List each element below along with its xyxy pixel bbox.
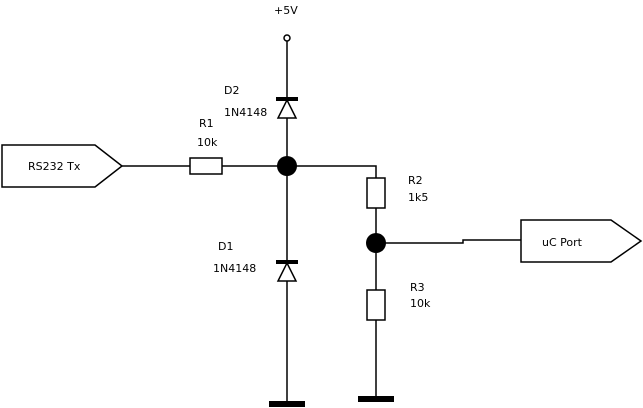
wire-node-output bbox=[376, 239, 521, 244]
r3-ref: R3 bbox=[410, 281, 425, 294]
r2-value: 1k5 bbox=[408, 191, 428, 204]
supply-terminal bbox=[283, 34, 291, 98]
resistor-r1 bbox=[189, 157, 223, 175]
ground-symbol bbox=[269, 401, 305, 407]
diode-d2 bbox=[276, 97, 298, 166]
output-port-label: uC Port bbox=[542, 236, 583, 249]
supply-label: +5V bbox=[274, 4, 298, 17]
d2-ref: D2 bbox=[224, 84, 239, 97]
r3-value: 10k bbox=[410, 297, 431, 310]
r1-ref: R1 bbox=[199, 117, 214, 130]
input-port-label: RS232 Tx bbox=[28, 160, 81, 173]
input-port bbox=[1, 144, 124, 188]
r1-value: 10k bbox=[197, 136, 218, 149]
d1-ref: D1 bbox=[218, 240, 233, 253]
output-port bbox=[520, 219, 643, 263]
diode-d1 bbox=[276, 260, 298, 402]
d1-value: 1N4148 bbox=[213, 262, 256, 275]
d2-value: 1N4148 bbox=[224, 106, 267, 119]
resistor-r3 bbox=[366, 289, 386, 397]
ground-symbol bbox=[358, 396, 394, 402]
wire-node-r2 bbox=[287, 165, 377, 178]
r2-ref: R2 bbox=[408, 174, 423, 187]
